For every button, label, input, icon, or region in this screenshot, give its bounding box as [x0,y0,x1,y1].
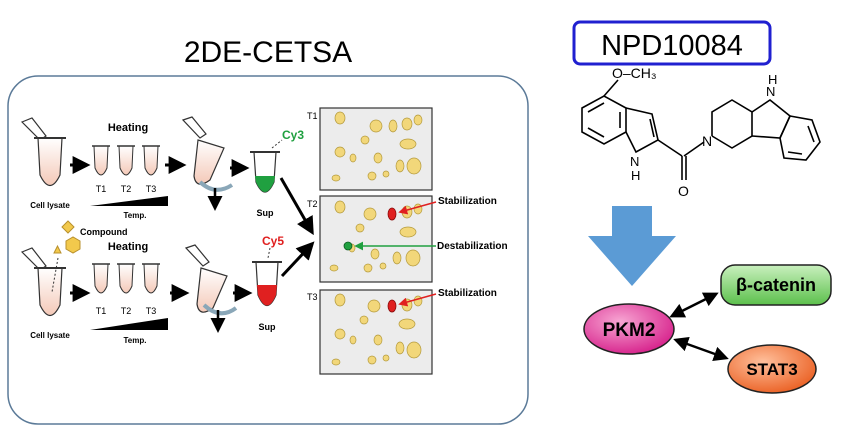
temp-wedge-2 [90,318,168,330]
amide-n-label: N [702,133,712,149]
carbonyl-o-label: O [678,183,689,199]
t3-tube-label-2: T3 [146,306,157,316]
sup-label-top: Sup [257,208,275,218]
destabilized-spot-t2 [343,241,353,251]
gel-t3-label: T3 [307,292,318,302]
beta-catenin-label: β-catenin [736,275,816,295]
pkm2-beta-link [669,292,719,318]
nh-left-h: H [631,168,640,183]
stat3-label: STAT3 [746,360,797,379]
gel-t1-label: T1 [307,111,318,121]
heating-label: Heating [108,122,148,134]
nh-right-h: H [768,72,777,87]
beta-catenin-node [720,264,832,306]
t1-tube-label: T1 [96,184,107,194]
stabilization-label-t3: Stabilization [438,288,497,299]
compound-row: Compound Cell lysate Heating T1 T2 T3 Te… [20,220,284,345]
t3-tube-label: T3 [146,184,157,194]
destabilization-label: Destabilization [437,241,508,252]
heat-tubes-2 [92,263,160,294]
compound-label: Compound [80,227,128,237]
stabilized-spot-t3 [387,299,397,313]
pkm2-stat3-link [673,337,729,361]
cell-lysate-label-2: Cell lysate [30,331,70,340]
stabilization-arrow-t3 [398,293,437,307]
pipette-icon [20,117,47,141]
diamond-icon [61,220,75,234]
temp-wedge [90,196,168,206]
nh-right-label: N [766,84,775,99]
nh-left-label: N [630,154,639,169]
lysate-tube-icon [37,137,63,187]
methoxy-label: O–CH₃ [612,65,657,81]
hexagon-icon [65,236,81,254]
t1-tube-label-2: T1 [96,306,107,316]
stabilization-arrow-t2 [398,201,437,215]
compound-name: NPD10084 [601,30,743,62]
gel-t2-label: T2 [307,199,318,209]
cell-lysate-label: Cell lysate [30,201,70,210]
gel-t3: T3 [307,289,433,375]
stabilization-label-t2: Stabilization [438,196,497,207]
stabilized-spot-t2 [387,207,397,221]
stat3-node [727,344,817,394]
t2-tube-label-2: T2 [121,306,132,316]
spin-icon-2 [202,303,238,316]
heat-tubes [92,145,160,176]
centrifuge-tube-icon-2 [196,267,228,313]
sup-label-bottom: Sup [259,322,277,332]
control-row: Cell lysate Heating T1 T2 T3 Temp. [20,116,304,220]
heating-label-2: Heating [108,241,148,253]
gel-t1: T1 [307,107,433,191]
pipette-icon-3 [20,247,47,271]
pkm2-label: PKM2 [603,320,656,341]
pipette-icon-2 [181,116,207,139]
down-arrow [588,206,676,286]
lysate-tube-icon-2 [37,267,63,317]
chemical-structure [581,79,821,180]
pipette-icon-4 [184,244,210,267]
compound-name-box [572,20,772,66]
temp-label-2: Temp. [124,336,147,345]
pkm2-node [583,303,675,355]
triangle-icon [53,244,62,254]
temp-label: Temp. [124,211,147,220]
cy3-label: Cy3 [282,128,304,142]
gel-t2: T2 [307,195,433,283]
cy5-label: Cy5 [262,234,284,248]
t2-tube-label: T2 [121,184,132,194]
main-title: 2DE-CETSA [184,36,352,69]
